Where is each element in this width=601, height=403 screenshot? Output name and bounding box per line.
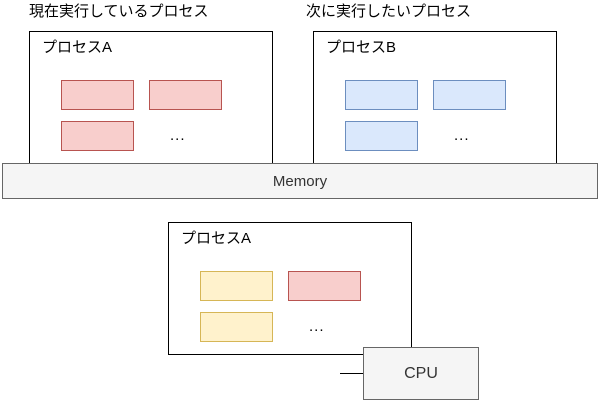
memory-block-yellow-2 bbox=[200, 312, 273, 342]
caption-running-process: 現在実行しているプロセス bbox=[29, 3, 209, 20]
ellipsis-resident: ... bbox=[309, 318, 325, 335]
memory-block-pink-3 bbox=[61, 121, 134, 151]
memory-block-pink-2 bbox=[149, 80, 222, 110]
process-label-a-resident: プロセスA bbox=[181, 230, 252, 247]
process-label-a-running: プロセスA bbox=[42, 39, 113, 56]
ellipsis-next: ... bbox=[454, 127, 470, 144]
memory-block-pink-4 bbox=[288, 271, 361, 301]
connector-process-to-cpu bbox=[340, 373, 364, 374]
memory-bar-label: Memory bbox=[272, 172, 328, 190]
ellipsis-running: ... bbox=[170, 127, 186, 144]
caption-next-process: 次に実行したいプロセス bbox=[306, 3, 472, 20]
cpu-box: CPU bbox=[363, 347, 479, 400]
memory-block-pink-1 bbox=[61, 80, 134, 110]
process-box-cpu-resident: プロセスA ... bbox=[168, 222, 412, 355]
memory-block-blue-2 bbox=[433, 80, 506, 110]
process-box-next: プロセスB ... bbox=[313, 31, 557, 164]
process-label-b-next: プロセスB bbox=[326, 39, 397, 56]
cpu-label: CPU bbox=[404, 364, 438, 382]
memory-bar: Memory bbox=[2, 163, 598, 199]
memory-block-yellow-1 bbox=[200, 271, 273, 301]
memory-block-blue-3 bbox=[345, 121, 418, 151]
process-box-running: プロセスA ... bbox=[29, 31, 273, 164]
memory-block-blue-1 bbox=[345, 80, 418, 110]
